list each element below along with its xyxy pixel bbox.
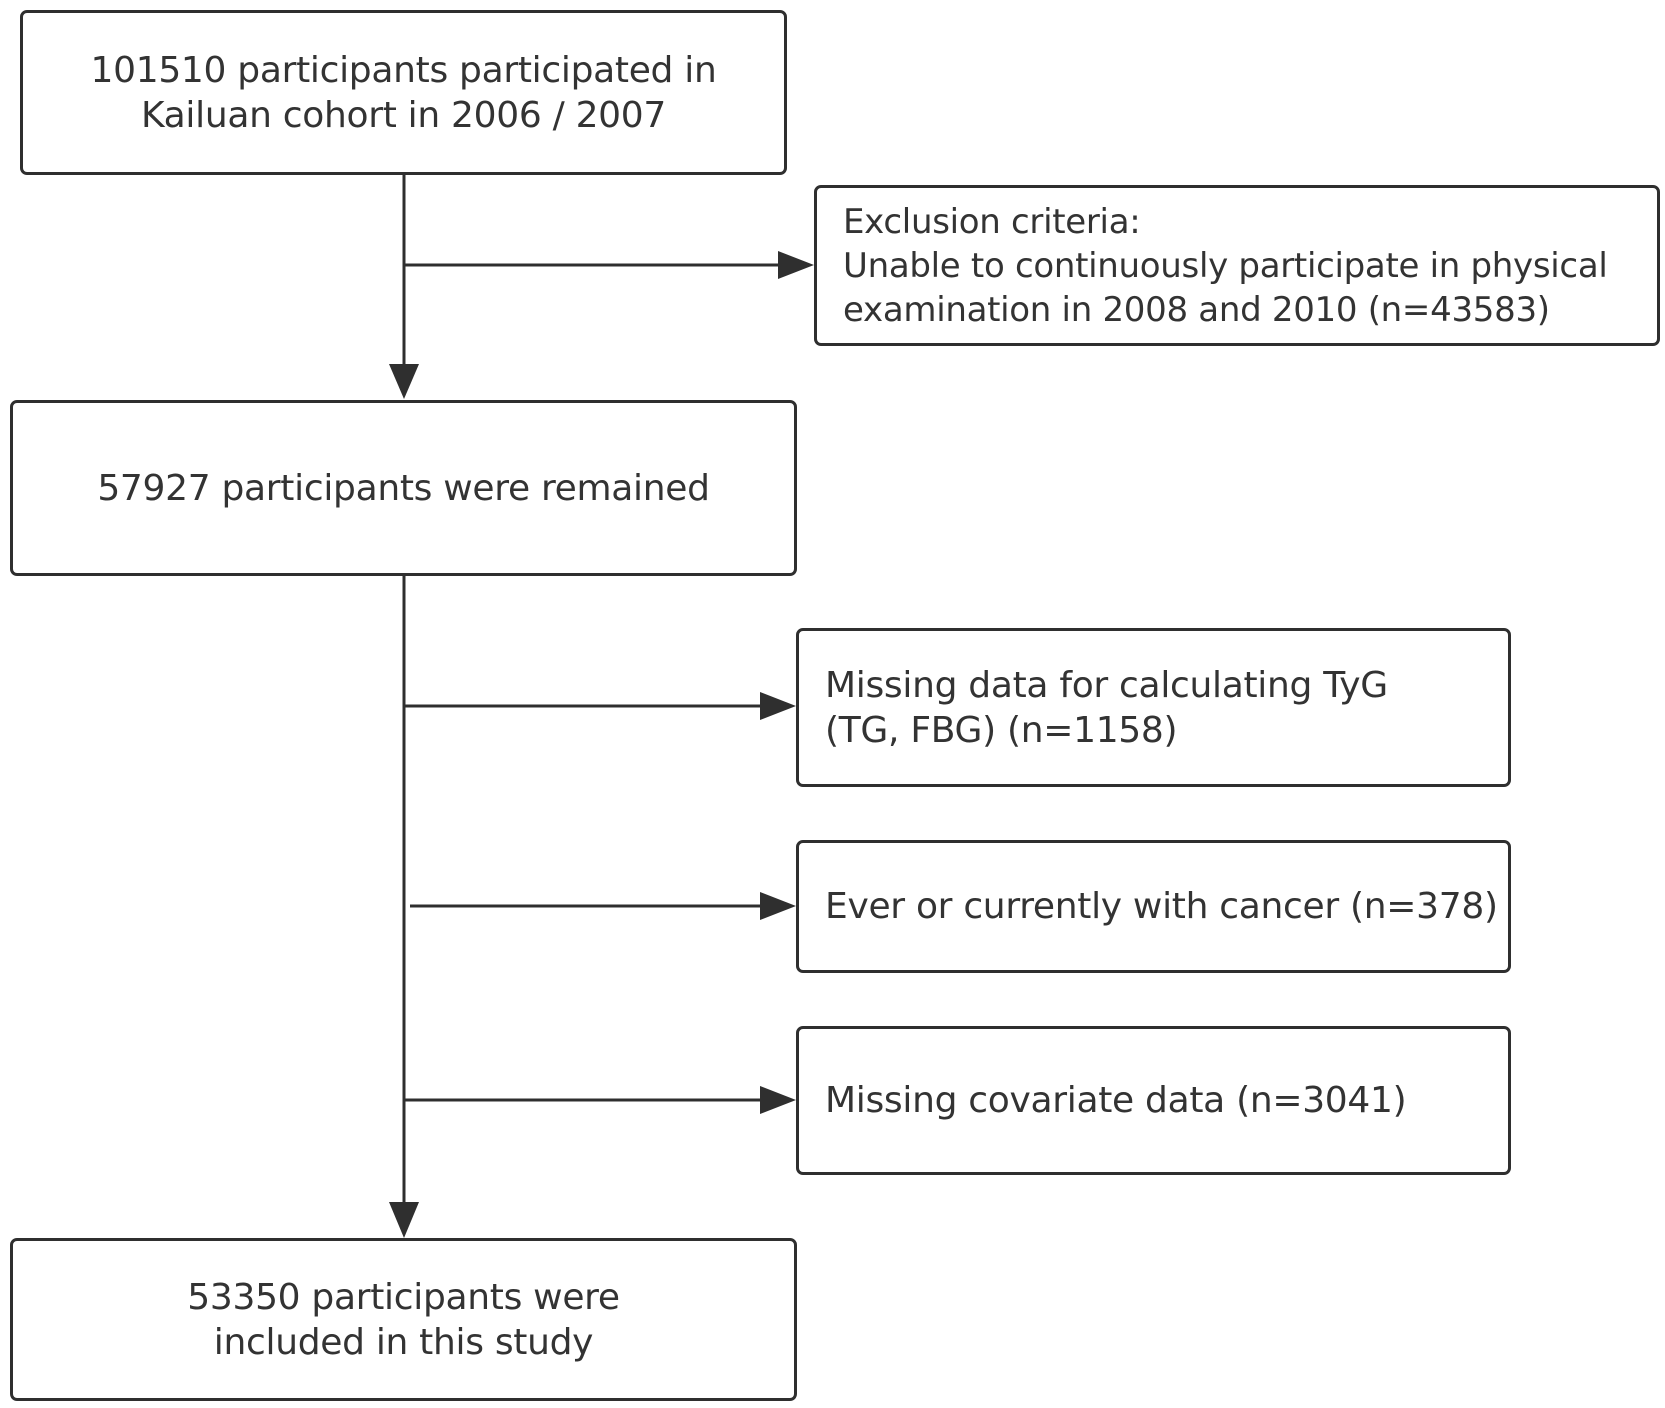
arrowhead-to-exclusion-4 — [760, 1086, 796, 1114]
missing-covariate-text: Missing covariate data (n=3041) — [825, 1078, 1407, 1123]
exclusion-criteria-text: Exclusion criteria: Unable to continuous… — [843, 200, 1608, 332]
remained-box-line-1: 57927 participants were remained — [97, 467, 710, 509]
final-box: 53350 participants were included in this… — [10, 1238, 797, 1401]
exclusion-criteria-box: Exclusion criteria: Unable to continuous… — [814, 185, 1660, 346]
arrowhead-to-exclusion-2 — [760, 692, 796, 720]
missing-tyg-data-line-1: Missing data for calculating TyG — [825, 664, 1388, 706]
exclusion-criteria-line-2: examination in 2008 and 2010 (n=43583) — [843, 289, 1550, 330]
final-box-text: 53350 participants were included in this… — [187, 1275, 620, 1365]
final-box-line-2: included in this study — [213, 1321, 594, 1363]
final-box-line-1: 53350 participants were — [187, 1276, 620, 1318]
cancer-box-line-1: Ever or currently with cancer (n=378) — [825, 886, 1498, 927]
cancer-box-text: Ever or currently with cancer (n=378) — [825, 884, 1498, 929]
exclusion-criteria-line-1: Unable to continuously participate in ph… — [843, 245, 1608, 286]
missing-covariate-line-1: Missing covariate data (n=3041) — [825, 1080, 1407, 1121]
missing-covariate-box: Missing covariate data (n=3041) — [796, 1026, 1511, 1175]
arrowhead-to-exclusion-3 — [760, 892, 796, 920]
arrowhead-to-exclusion-1 — [778, 251, 814, 279]
start-box-text: 101510 participants participated in Kail… — [91, 48, 717, 138]
start-box-line-1: 101510 participants participated in — [90, 49, 717, 91]
missing-tyg-data-text: Missing data for calculating TyG (TG, FB… — [825, 663, 1388, 753]
remained-box: 57927 participants were remained — [10, 400, 797, 576]
exclusion-criteria-heading: Exclusion criteria: — [843, 201, 1141, 242]
arrowhead-to-remained — [389, 364, 419, 399]
arrowhead-to-final — [389, 1202, 419, 1238]
cancer-box: Ever or currently with cancer (n=378) — [796, 840, 1511, 973]
missing-tyg-data-line-2: (TG, FBG) (n=1158) — [825, 709, 1178, 751]
missing-tyg-data-box: Missing data for calculating TyG (TG, FB… — [796, 628, 1511, 787]
start-box-line-2: Kailuan cohort in 2006 / 2007 — [140, 94, 666, 136]
start-box: 101510 participants participated in Kail… — [20, 10, 787, 175]
remained-box-text: 57927 participants were remained — [97, 466, 710, 511]
